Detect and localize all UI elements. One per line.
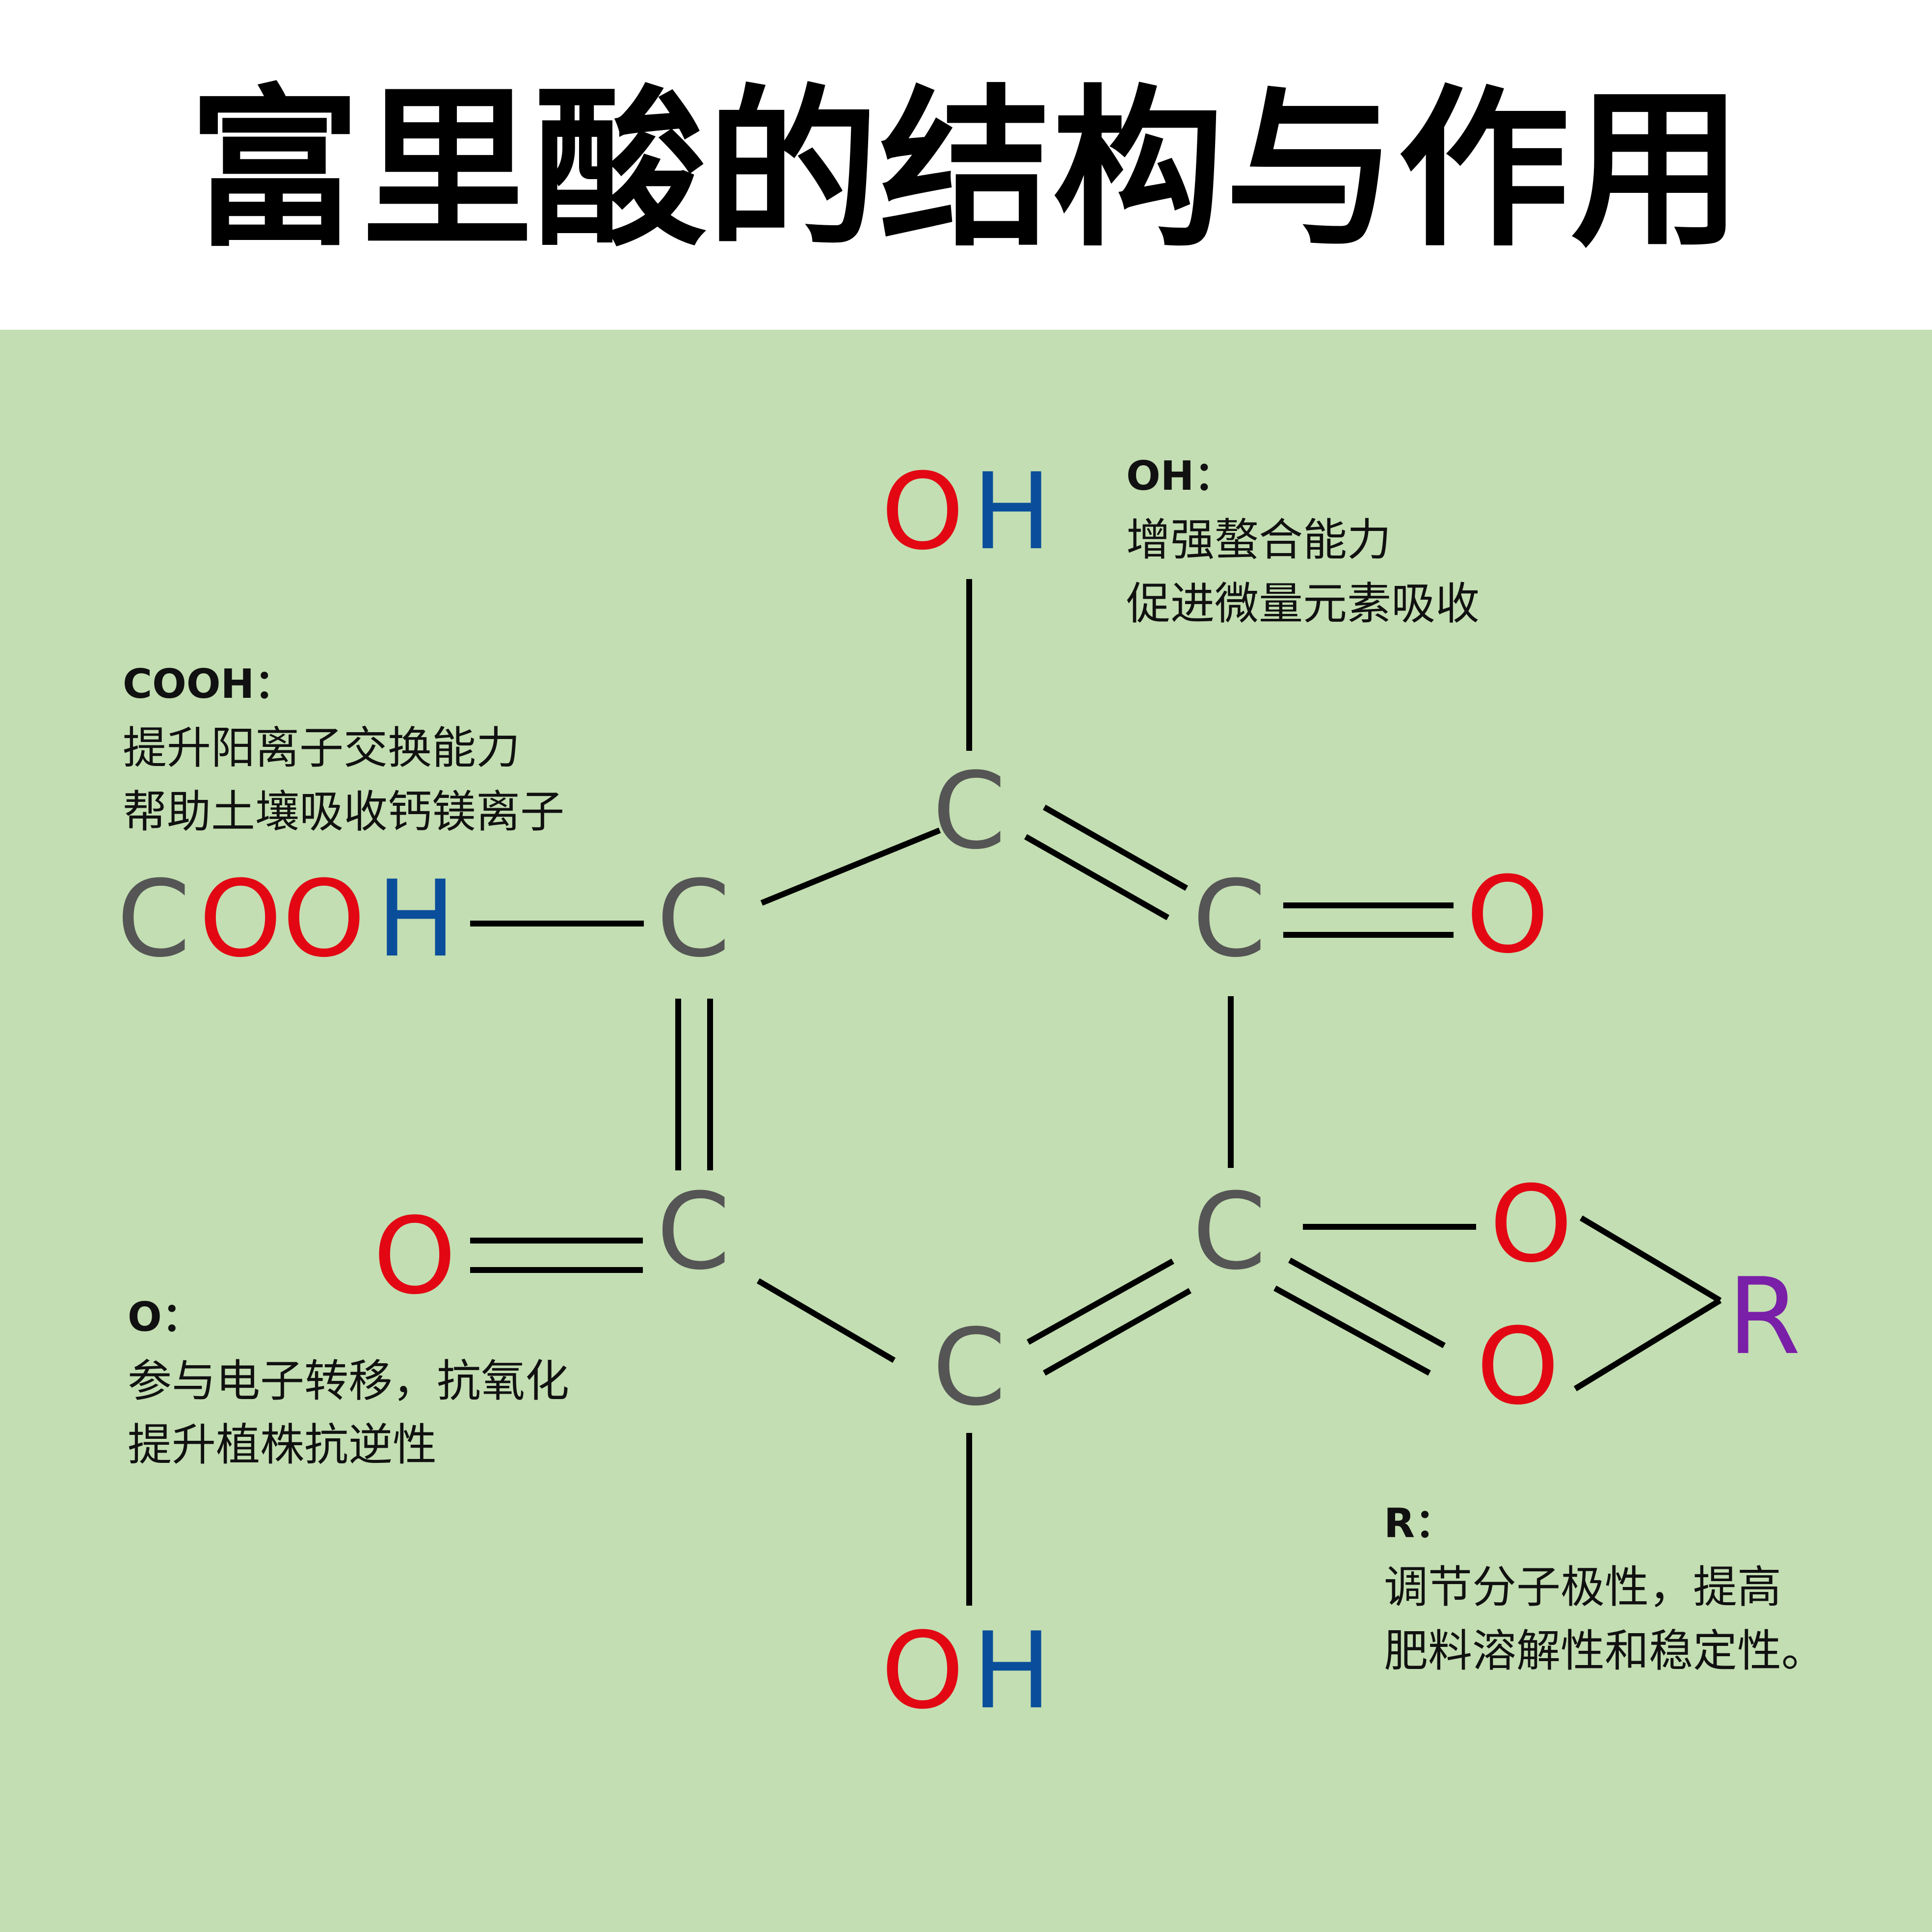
page-title: 富里酸的结构与作用 xyxy=(188,70,1744,270)
annotation-o-line: 提升植株抗逆性 xyxy=(128,1419,437,1471)
bonds xyxy=(470,579,1722,1606)
atom-oxygen-right-ketone: O xyxy=(1466,853,1549,977)
annotation-cooh-line: 提升阳离子交换能力 xyxy=(123,722,520,774)
annotation-r: R： 调节分子极性，提高 肥料溶解性和稳定性。 xyxy=(1384,1492,1826,1683)
annotation-o: O： 参与电子转移，抗氧化 提升植株抗逆性 xyxy=(128,1286,569,1477)
annotation-o-line: 参与电子转移，抗氧化 xyxy=(128,1355,569,1407)
atom-oxygen: O xyxy=(881,450,964,573)
bond-c1-c2 xyxy=(760,827,941,906)
annotation-cooh-label: COOH： xyxy=(123,661,295,708)
atoms: O H C C C C C C C O O H O O O O R O H xyxy=(117,450,1801,1732)
annotation-oh: OH： 增强螯合能力 促进微量元素吸收 xyxy=(1126,445,1480,636)
annotation-cooh: COOH： 提升阳离子交换能力 帮助土壤吸收钙镁离子 xyxy=(123,653,564,844)
annotation-r-label: R： xyxy=(1384,1500,1456,1547)
atom-carbon-bottom: C xyxy=(932,1306,1006,1429)
atom-hydrogen-bottom: H xyxy=(972,1609,1052,1732)
atom-hydrogen: H xyxy=(972,450,1052,573)
atom-oxygen-upper: O xyxy=(1489,1163,1572,1286)
atom-carbon-upper-left: C xyxy=(657,857,730,980)
atom-carbon-upper-right: C xyxy=(1192,857,1266,980)
header: 富里酸的结构与作用 xyxy=(0,0,1932,330)
bond-c5-o-lower-b xyxy=(1273,1285,1431,1376)
atom-r-group: R xyxy=(1727,1255,1800,1378)
bond-c1-c6-b xyxy=(1024,834,1169,921)
atom-oxygen-lower: O xyxy=(1476,1305,1559,1428)
atom-oxygen-bottom: O xyxy=(881,1609,964,1732)
bond-o-upper-r xyxy=(1579,1215,1722,1303)
atom-cooh-hydrogen: H xyxy=(376,857,456,980)
atom-oxygen-left-ketone: O xyxy=(373,1194,456,1318)
atom-carbon-top: C xyxy=(932,749,1006,873)
bond-c4-c3 xyxy=(756,1278,896,1363)
bond-c5-c4-b xyxy=(1043,1288,1191,1376)
green-panel xyxy=(0,330,1932,1932)
bond-o-lower-r xyxy=(1573,1297,1722,1392)
annotation-oh-line: 促进微量元素吸收 xyxy=(1126,578,1480,630)
bond-c5-o-lower-a xyxy=(1288,1257,1446,1349)
atom-carbon-lower-right: C xyxy=(1192,1170,1266,1293)
bond-c5-c4-a xyxy=(1027,1258,1174,1345)
annotation-oh-line: 增强螯合能力 xyxy=(1126,514,1391,566)
annotation-oh-label: OH： xyxy=(1126,453,1235,500)
atom-cooh-oxygen-1: O xyxy=(199,857,282,980)
bond-c1-c6-a xyxy=(1043,804,1188,891)
annotation-r-line: 调节分子极性，提高 xyxy=(1384,1561,1781,1613)
annotation-o-label: O： xyxy=(128,1294,202,1341)
annotation-cooh-line: 帮助土壤吸收钙镁离子 xyxy=(123,786,564,838)
atom-cooh-carbon: C xyxy=(117,857,190,980)
annotation-r-line: 肥料溶解性和稳定性。 xyxy=(1384,1625,1826,1677)
atom-cooh-oxygen-2: O xyxy=(282,857,365,980)
atom-carbon-lower-left: C xyxy=(657,1170,730,1293)
